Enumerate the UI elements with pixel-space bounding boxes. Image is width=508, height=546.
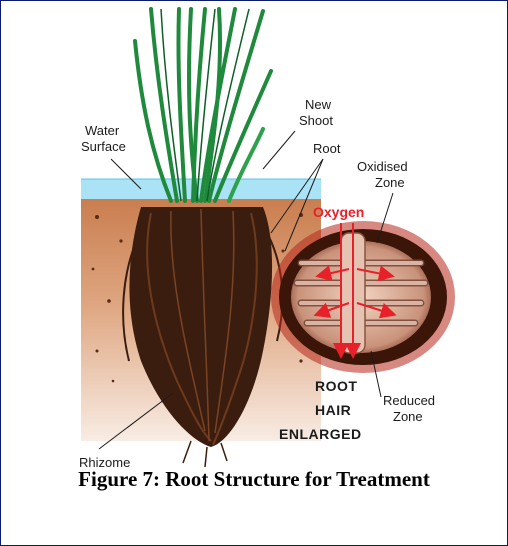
oxidised-zone-label-line1: Oxidised	[357, 159, 408, 174]
water-surface-label-line2: Surface	[81, 139, 126, 154]
root-hair-enlarged-label-line3: ENLARGED	[279, 426, 362, 442]
new-shoot-label-line1: New	[305, 97, 332, 112]
new-shoot-label-line2: Shoot	[299, 113, 333, 128]
reduced-zone-label-line1: Reduced	[383, 393, 435, 408]
grass-shoots	[135, 9, 271, 201]
root-hair-enlarged-zone	[271, 221, 455, 373]
reduced-zone-label-line2: Zone	[393, 409, 423, 424]
root-hair-enlarged-label-line2: HAIR	[315, 402, 351, 418]
root-hair-enlarged-label-line1: ROOT	[315, 378, 357, 394]
water-surface-label-line1: Water	[85, 123, 120, 138]
figure-caption: Figure 7: Root Structure for Treatment	[1, 467, 507, 492]
oxidised-zone-label-line2: Zone	[375, 175, 405, 190]
root-label: Root	[313, 141, 341, 156]
oxygen-label: Oxygen	[313, 204, 364, 220]
root-structure-diagram: Water Surface New Shoot Root Oxidised Zo…	[1, 1, 507, 471]
